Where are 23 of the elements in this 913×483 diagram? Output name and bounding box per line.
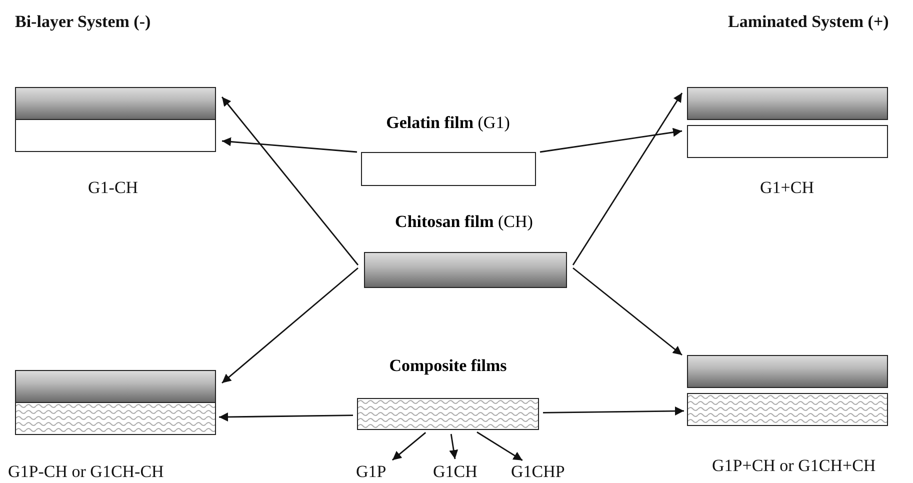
combination-label: G1-CH [88, 178, 138, 198]
arrow [449, 434, 458, 460]
arrow [222, 137, 358, 153]
sample-code: G1CHP [511, 462, 565, 482]
sample-code: G1CH [433, 462, 478, 482]
arrow [222, 267, 358, 384]
arrow [572, 92, 683, 266]
arrow [219, 412, 353, 422]
film-label: Chitosan film (CH) [395, 212, 533, 232]
arrow [572, 267, 682, 356]
arrow [543, 406, 684, 416]
film-label: Composite films [389, 356, 507, 376]
arrow [392, 432, 426, 461]
section-heading: Bi-layer System (-) [15, 12, 151, 32]
section-heading: Laminated System (+) [728, 12, 889, 32]
arrow [540, 128, 682, 153]
arrow [221, 96, 359, 266]
combination-label: G1P-CH or G1CH-CH [8, 462, 164, 482]
combination-label: G1+CH [760, 178, 814, 198]
sample-code: G1P [356, 462, 386, 482]
arrow [476, 432, 523, 461]
film-label: Gelatin film (G1) [386, 113, 510, 133]
combination-label: G1P+CH or G1CH+CH [712, 456, 876, 476]
